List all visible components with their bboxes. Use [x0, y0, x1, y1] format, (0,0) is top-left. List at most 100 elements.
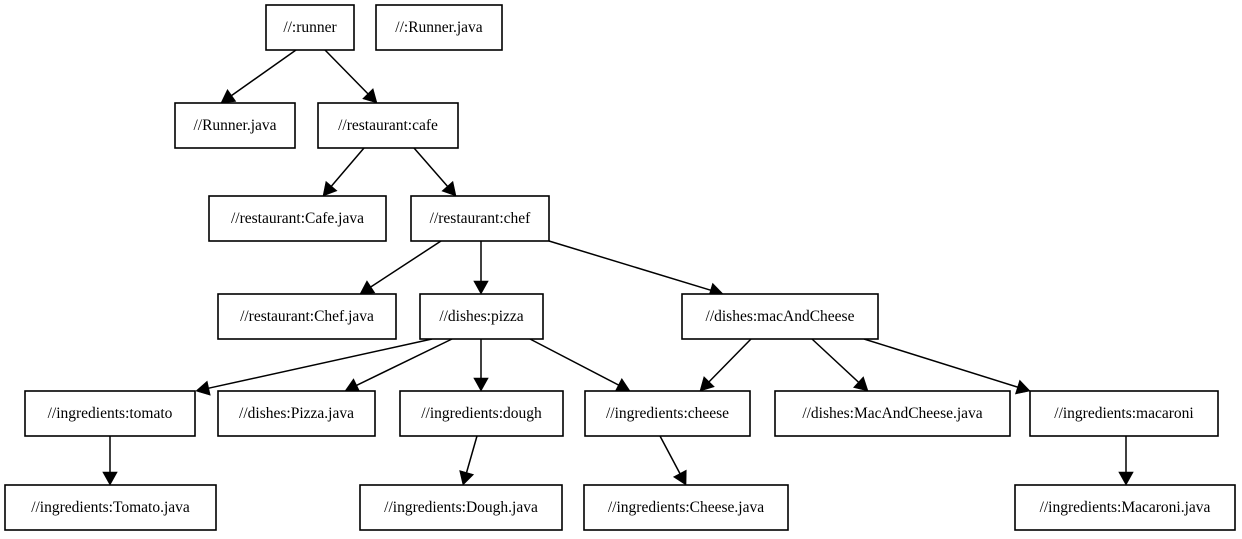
graph-node-macaroni-java[interactable]: //ingredients:Macaroni.java [1014, 484, 1236, 531]
edge-arrowhead-icon [473, 280, 489, 295]
graph-edge [324, 49, 378, 104]
edge-arrowhead-icon [195, 380, 211, 396]
graph-node-dishes-pizza-java[interactable]: //dishes:Pizza.java [217, 390, 376, 437]
edge-arrowhead-icon [459, 470, 475, 486]
graph-edge [102, 436, 118, 486]
node-label: //ingredients:macaroni [1054, 405, 1194, 422]
graph-edge [359, 240, 442, 295]
node-label: //ingredients:tomato [48, 405, 173, 422]
graph-node-restaurant-chef[interactable]: //restaurant:chef [410, 195, 550, 242]
node-box[interactable] [359, 484, 563, 531]
node-label: //ingredients:Macaroni.java [1040, 499, 1211, 516]
node-label: //restaurant:Cafe.java [231, 210, 364, 227]
node-label: //dishes:pizza [439, 308, 523, 325]
node-label: //restaurant:cafe [338, 117, 438, 134]
node-box[interactable] [410, 195, 550, 242]
node-box[interactable] [375, 4, 503, 51]
graph-edge [699, 338, 752, 392]
edge-line [324, 49, 369, 95]
graph-node-ingredients-tomato[interactable]: //ingredients:tomato [24, 390, 196, 437]
graph-edge [220, 49, 297, 104]
edge-line [863, 338, 1018, 388]
graph-node-tomato-java[interactable]: //ingredients:Tomato.java [4, 484, 217, 531]
node-box[interactable] [265, 4, 355, 51]
edge-line [356, 338, 453, 386]
edge-line [529, 338, 619, 386]
node-box[interactable] [419, 293, 544, 340]
edge-arrowhead-icon [359, 280, 376, 295]
graph-node-dough-java[interactable]: //ingredients:Dough.java [359, 484, 563, 531]
graph-node-restaurant-cafe-java[interactable]: //restaurant:Cafe.java [208, 195, 387, 242]
node-label: //:Runner.java [395, 19, 483, 36]
node-label: //:runner [283, 19, 337, 36]
edge-arrowhead-icon [699, 376, 715, 392]
edge-arrowhead-icon [473, 377, 489, 392]
node-box[interactable] [1014, 484, 1236, 531]
edge-arrowhead-icon [672, 469, 687, 486]
node-box[interactable] [399, 390, 564, 437]
edge-arrowhead-icon [853, 376, 869, 392]
graph-node-runner-target[interactable]: //:runner [265, 4, 355, 51]
graph-edge [413, 147, 457, 197]
graph-node-ingredients-macaroni[interactable]: //ingredients:macaroni [1029, 390, 1219, 437]
edge-line [231, 49, 297, 97]
edge-line [208, 338, 433, 389]
edge-line [330, 147, 365, 187]
edge-arrowhead-icon [1015, 379, 1031, 395]
graph-node-dishes-macandcheese[interactable]: //dishes:macAndCheese [681, 293, 879, 340]
graph-edge [863, 338, 1031, 395]
node-label: //Runner.java [193, 117, 276, 134]
node-box[interactable] [774, 390, 1011, 437]
node-box[interactable] [174, 102, 296, 149]
node-label: //restaurant:chef [430, 210, 532, 227]
node-layer: //:runner //:Runner.java //Runner.java //re… [4, 4, 1236, 531]
edge-arrowhead-icon [362, 88, 378, 104]
graph-edge [1118, 436, 1134, 486]
node-label: //restaurant:Chef.java [240, 308, 374, 325]
node-box[interactable] [217, 390, 376, 437]
edge-arrowhead-icon [441, 180, 457, 197]
node-box[interactable] [24, 390, 196, 437]
graph-edge [548, 240, 724, 298]
edge-layer [102, 49, 1134, 486]
graph-edge [811, 338, 869, 392]
edge-arrowhead-icon [102, 471, 118, 486]
graph-node-runner-java-root[interactable]: //:Runner.java [375, 4, 503, 51]
graph-node-dishes-mac-java[interactable]: //dishes:MacAndCheese.java [774, 390, 1011, 437]
graph-edge [473, 339, 489, 392]
edge-line [659, 435, 681, 474]
edge-line [708, 338, 752, 383]
node-box[interactable] [317, 102, 459, 149]
graph-node-dishes-pizza[interactable]: //dishes:pizza [419, 293, 544, 340]
node-label: //dishes:MacAndCheese.java [802, 405, 982, 422]
node-box[interactable] [583, 484, 789, 531]
node-box[interactable] [208, 195, 387, 242]
edge-line [465, 435, 478, 473]
edge-line [548, 240, 711, 291]
edge-line [370, 240, 442, 288]
edge-arrowhead-icon [220, 89, 237, 104]
graph-node-restaurant-cafe[interactable]: //restaurant:cafe [317, 102, 459, 149]
node-box[interactable] [1029, 390, 1219, 437]
edge-arrowhead-icon [1118, 471, 1134, 486]
graph-edge [322, 147, 365, 197]
graph-node-restaurant-chef-java[interactable]: //restaurant:Chef.java [217, 293, 397, 340]
node-label: //ingredients:Dough.java [384, 499, 538, 516]
node-box[interactable] [4, 484, 217, 531]
node-box[interactable] [584, 390, 751, 437]
graph-edge [473, 241, 489, 295]
graph-node-runner-java[interactable]: //Runner.java [174, 102, 296, 149]
node-box[interactable] [681, 293, 879, 340]
graph-edge [195, 338, 433, 396]
node-label: //ingredients:Tomato.java [31, 499, 190, 516]
graph-node-ingredients-dough[interactable]: //ingredients:dough [399, 390, 564, 437]
graph-node-cheese-java[interactable]: //ingredients:Cheese.java [583, 484, 789, 531]
edge-line [413, 147, 449, 187]
node-label: //ingredients:dough [421, 405, 542, 422]
edge-arrowhead-icon [322, 180, 338, 197]
node-label: //dishes:macAndCheese [706, 308, 855, 325]
graph-node-ingredients-cheese[interactable]: //ingredients:cheese [584, 390, 751, 437]
graph-edge [659, 435, 687, 486]
node-box[interactable] [217, 293, 397, 340]
